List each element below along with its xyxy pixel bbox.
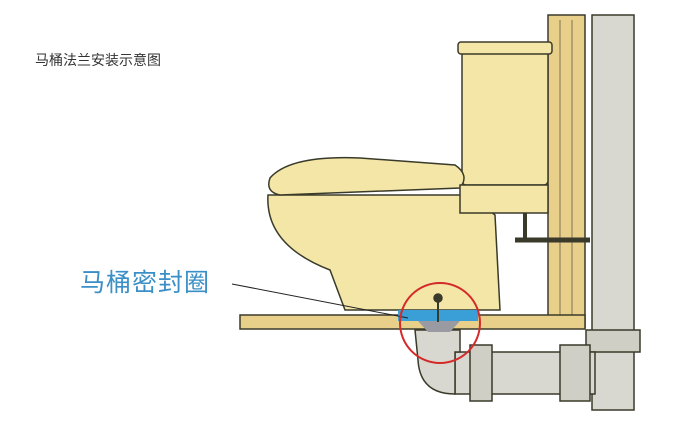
- toilet-tank: [461, 44, 549, 186]
- wall-stud: [547, 14, 586, 328]
- diagram-title: 马桶法兰安装示意图: [35, 53, 161, 69]
- toilet-seat: [268, 156, 465, 196]
- seal-ring-label: 马桶密封圈: [80, 268, 211, 297]
- callout-leader-line: [231, 283, 409, 319]
- toilet-bowl: [267, 194, 501, 311]
- highlight-circle: [399, 282, 481, 364]
